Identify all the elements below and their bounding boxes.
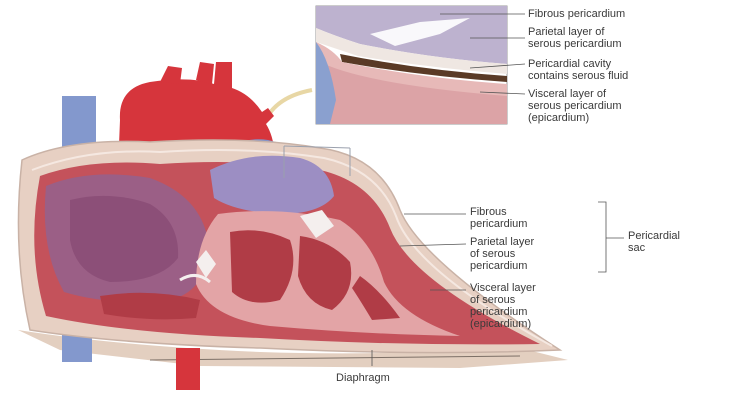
label-parietal-layer: Parietal layer of serous pericardium <box>470 236 534 272</box>
label-inset-visceral-layer: Visceral layer of serous pericardium (ep… <box>528 88 622 124</box>
label-pericardial-sac: Pericardial sac <box>628 230 680 254</box>
label-inset-pericardial-cavity: Pericardial cavity contains serous fluid <box>528 58 628 82</box>
label-visceral-layer: Visceral layer of serous pericardium (ep… <box>470 282 536 330</box>
label-fibrous-pericardium: Fibrous pericardium <box>470 206 527 230</box>
label-diaphragm: Diaphragm <box>336 372 390 384</box>
label-inset-parietal-layer: Parietal layer of serous pericardium <box>528 26 622 50</box>
label-inset-fibrous-pericardium: Fibrous pericardium <box>528 8 625 20</box>
inset-panel <box>316 6 525 124</box>
